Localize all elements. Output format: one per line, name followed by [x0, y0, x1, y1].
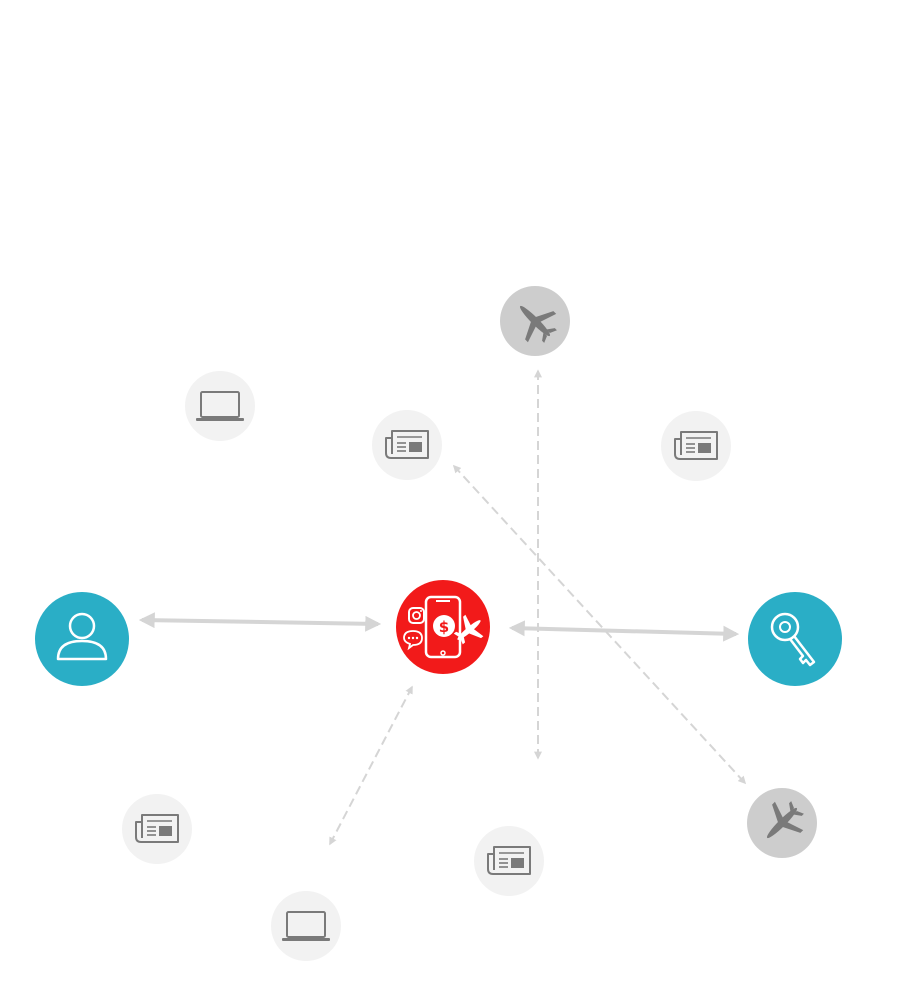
airplane-icon: [519, 305, 557, 343]
laptop-icon: [196, 391, 244, 421]
news-node-right[interactable]: [661, 411, 731, 481]
mobile-travel-payment-icon: $: [403, 595, 484, 659]
plane-node-bottom-right[interactable]: [747, 788, 817, 858]
user-node[interactable]: [35, 592, 129, 686]
connector-news-center-plane-bottom-right: [452, 464, 747, 785]
news-node-center[interactable]: [372, 410, 442, 480]
user-icon: [56, 612, 108, 661]
airplane-icon: [766, 801, 804, 839]
plane-node-top[interactable]: [500, 286, 570, 356]
connector-user-hub: [138, 612, 382, 632]
hub-node[interactable]: $: [396, 580, 490, 674]
laptop-icon: [282, 911, 330, 941]
connector-hub-key: [508, 620, 740, 642]
key-node[interactable]: [748, 592, 842, 686]
svg-text:$: $: [439, 618, 449, 636]
newspaper-icon: [385, 430, 429, 459]
newspaper-icon: [674, 431, 718, 460]
laptop-node-bottom[interactable]: [271, 891, 341, 961]
connector-hub-laptop-bottom: [329, 685, 413, 846]
laptop-node-top-left[interactable]: [185, 371, 255, 441]
key-icon: [770, 612, 816, 667]
newspaper-icon: [135, 814, 179, 843]
news-node-bottom[interactable]: [474, 826, 544, 896]
news-node-bottom-left[interactable]: [122, 794, 192, 864]
newspaper-icon: [487, 846, 531, 875]
